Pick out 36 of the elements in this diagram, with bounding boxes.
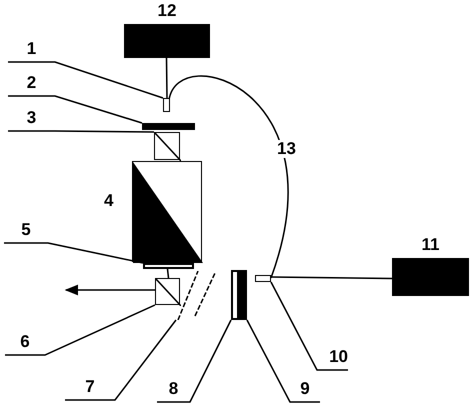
cable-line: [166, 268, 170, 278]
callout-number: 9: [290, 380, 320, 402]
cable-line: [270, 276, 392, 280]
optical-fiber: [168, 76, 289, 278]
plate: [143, 263, 194, 269]
callout-number: 1: [8, 40, 55, 62]
fiber-connector: [163, 98, 170, 112]
prism: [132, 161, 202, 262]
callout-number: 3: [8, 109, 55, 131]
leader-line: [8, 95, 142, 124]
cable-line: [166, 58, 168, 98]
callout-number: 7: [65, 378, 115, 400]
leader-line: [5, 304, 156, 356]
callout-number: 10: [317, 348, 348, 370]
dark-plate: [142, 123, 195, 130]
callout-number: 11: [420, 236, 440, 254]
callout-number: 12: [156, 2, 178, 20]
leader-line: [157, 320, 232, 403]
leader-line: [8, 130, 154, 133]
callout-number: 6: [5, 333, 45, 355]
callout-number: 4: [104, 192, 114, 210]
callout-number: 5: [4, 221, 48, 243]
leader-line: [65, 320, 177, 401]
leader-line: [270, 282, 348, 371]
tilted-plates-drawing: [176, 271, 218, 320]
dark-plate: [239, 270, 247, 320]
fiber-connector: [255, 275, 271, 282]
callout-number: 8: [157, 380, 190, 402]
leader-line: [246, 320, 320, 403]
plate: [231, 270, 239, 320]
callout-number: 2: [8, 74, 55, 96]
arrow: [64, 284, 155, 296]
edge-label: 13: [276, 140, 297, 158]
leader-line: [8, 61, 164, 99]
beam-splitter-cube: [155, 278, 180, 305]
beam-splitter-cube: [154, 132, 180, 160]
